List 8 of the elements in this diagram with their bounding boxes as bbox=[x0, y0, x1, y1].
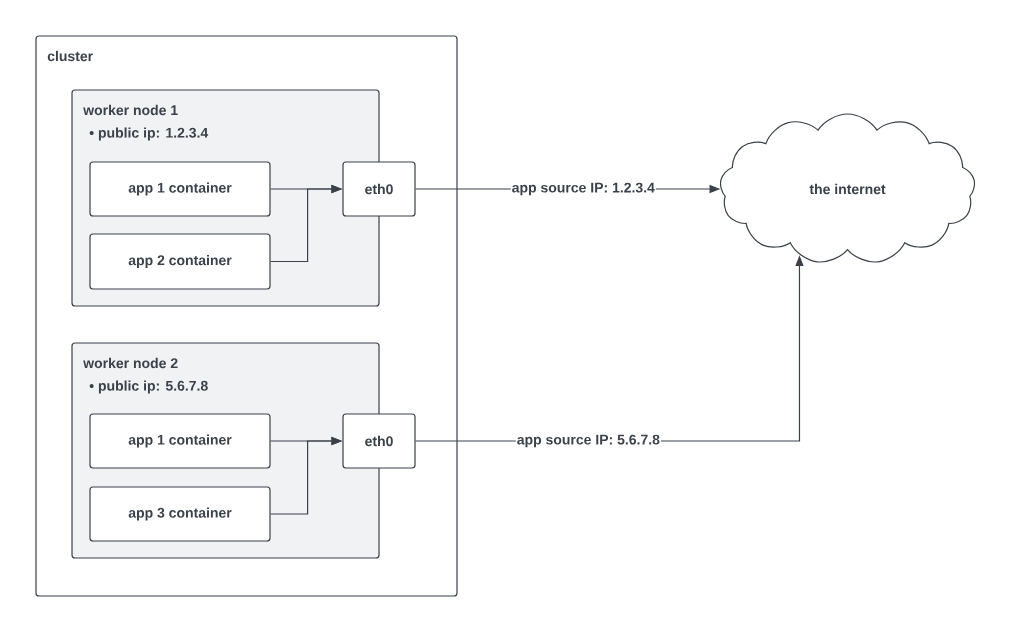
process-box: eth0 bbox=[342, 413, 416, 469]
edge-label: app source IP: 5.6.7.8 bbox=[515, 433, 661, 449]
process-box: app 3 container bbox=[89, 486, 271, 542]
process-box: app 2 container bbox=[89, 233, 271, 290]
process-box: eth0 bbox=[342, 161, 416, 217]
process-box: app 1 container bbox=[89, 413, 271, 469]
process-box: app 1 container bbox=[89, 161, 271, 217]
edge-label: app source IP: 1.2.3.4 bbox=[510, 181, 656, 197]
